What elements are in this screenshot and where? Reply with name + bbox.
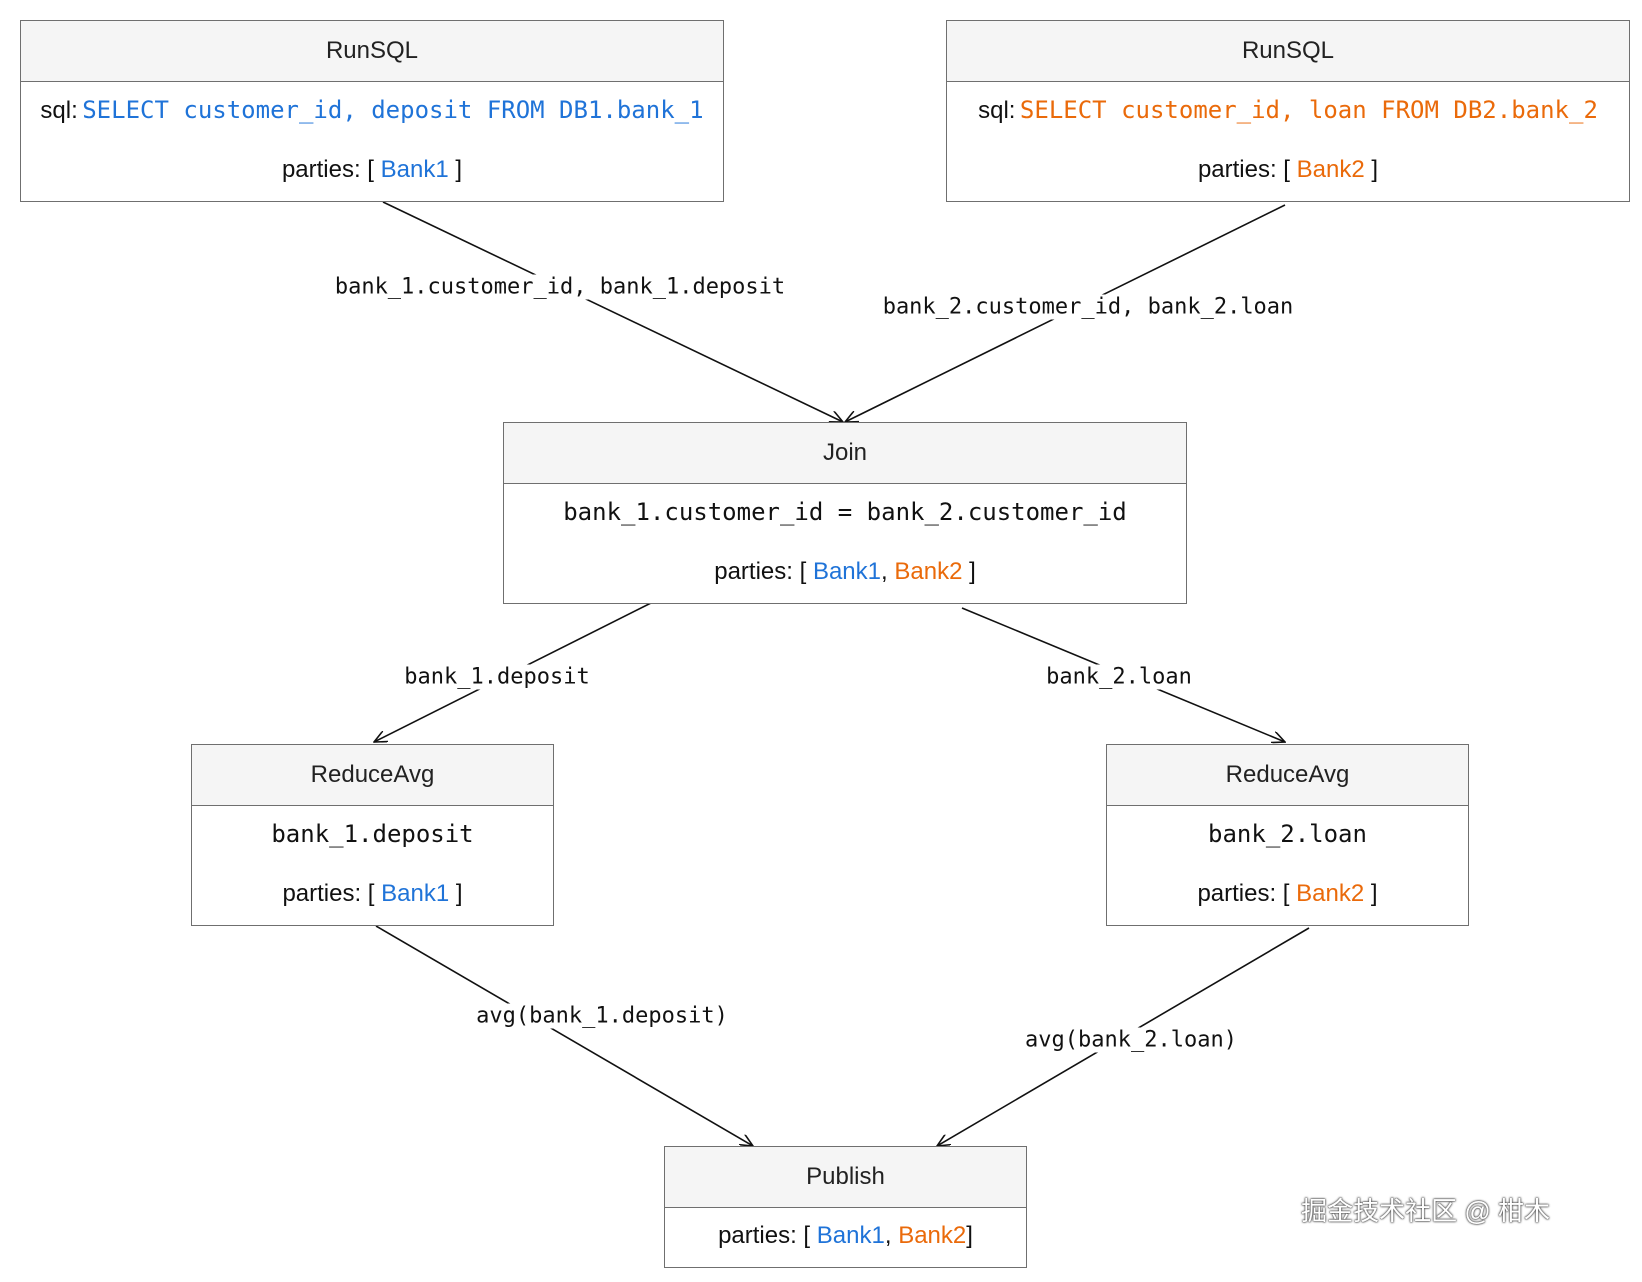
node-runsql-bank1: RunSQL sql: SELECT customer_id, deposit … <box>20 20 724 202</box>
parties-row: parties: [ Bank2 ] <box>1107 880 1468 908</box>
edge-label-join-reduce1: bank_1.deposit <box>400 664 594 690</box>
node-reduceavg-bank2: ReduceAvg bank_2.loan parties: [ Bank2 ] <box>1106 744 1469 926</box>
edge-label-runsql2-join: bank_2.customer_id, bank_2.loan <box>878 294 1298 320</box>
sql-row: sql: SELECT customer_id, deposit FROM DB… <box>21 96 723 125</box>
edge-label-join-reduce2: bank_2.loan <box>1042 664 1196 690</box>
node-title: RunSQL <box>21 21 723 82</box>
parties-prefix: parties: [ <box>714 558 813 585</box>
node-publish: Publish parties: [ Bank1, Bank2] <box>664 1146 1027 1268</box>
sql-query: SELECT customer_id, loan FROM DB2.bank_2 <box>1019 96 1598 124</box>
parties-suffix: ] <box>1364 156 1379 183</box>
node-title: Join <box>504 423 1186 484</box>
parties-row: parties: [ Bank1 ] <box>192 880 553 908</box>
node-reduceavg-bank1: ReduceAvg bank_1.deposit parties: [ Bank… <box>191 744 554 926</box>
parties-sep: , <box>881 558 895 585</box>
party-bank1: Bank1 <box>816 1222 885 1249</box>
parties-sep: , <box>884 1222 899 1249</box>
sql-label: sql: <box>40 97 78 124</box>
parties-row: parties: [ Bank1 ] <box>21 156 723 184</box>
sql-label: sql: <box>978 97 1016 124</box>
parties-prefix: parties: [ <box>281 156 381 183</box>
parties-row: parties: [ Bank1, Bank2 ] <box>504 558 1186 586</box>
party-bank2: Bank2 <box>898 1222 967 1249</box>
edge-reduce1-publish <box>375 925 753 1146</box>
party-bank1: Bank1 <box>380 156 449 183</box>
parties-suffix: ] <box>1364 880 1378 907</box>
reduce-field: bank_2.loan <box>1208 820 1367 848</box>
parties-prefix: parties: [ <box>1197 156 1297 183</box>
node-runsql-bank2: RunSQL sql: SELECT customer_id, loan FRO… <box>946 20 1630 202</box>
join-condition: bank_1.customer_id = bank_2.customer_id <box>563 498 1127 526</box>
parties-prefix: parties: [ <box>718 1222 817 1249</box>
parties-prefix: parties: [ <box>282 880 382 907</box>
parties-prefix: parties: [ <box>1197 880 1297 907</box>
parties-suffix: ] <box>962 558 976 585</box>
edge-label-runsql1-join: bank_1.customer_id, bank_1.deposit <box>330 274 790 300</box>
parties-suffix: ] <box>449 880 463 907</box>
parties-row: parties: [ Bank2 ] <box>947 156 1629 184</box>
party-bank1: Bank1 <box>381 880 450 907</box>
party-bank2: Bank2 <box>894 558 963 585</box>
edge-label-reduce2-publish: avg(bank_2.loan) <box>1021 1027 1241 1053</box>
party-bank2: Bank2 <box>1296 880 1365 907</box>
parties-suffix: ] <box>448 156 463 183</box>
sql-query: SELECT customer_id, deposit FROM DB1.ban… <box>82 96 704 124</box>
watermark: 掘金技术社区 @ 柑木 <box>1301 1196 1550 1226</box>
node-title: ReduceAvg <box>1107 745 1468 806</box>
reduce-field: bank_1.deposit <box>271 820 474 848</box>
node-title: ReduceAvg <box>192 745 553 806</box>
node-title: Publish <box>665 1147 1026 1208</box>
party-bank2: Bank2 <box>1296 156 1365 183</box>
parties-suffix: ] <box>966 1222 973 1249</box>
edge-label-reduce1-publish: avg(bank_1.deposit) <box>472 1003 732 1029</box>
sql-row: sql: SELECT customer_id, loan FROM DB2.b… <box>947 96 1629 125</box>
edge-runsql1-join <box>382 201 843 422</box>
parties-row: parties: [ Bank1, Bank2] <box>665 1222 1026 1250</box>
party-bank1: Bank1 <box>812 558 882 585</box>
node-join: Join bank_1.customer_id = bank_2.custome… <box>503 422 1187 604</box>
node-title: RunSQL <box>947 21 1629 82</box>
